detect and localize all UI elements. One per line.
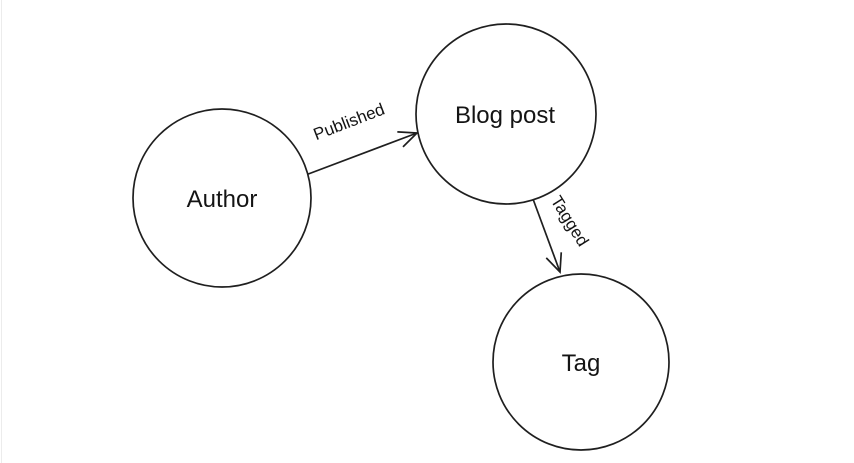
node-author-label: Author <box>187 186 258 213</box>
edge-tagged: Tagged <box>532 192 593 274</box>
node-blog-post[interactable]: Blog post <box>415 23 597 205</box>
edge-tagged-line <box>532 198 563 274</box>
edge-published: Published <box>302 100 419 177</box>
node-tag-circle[interactable] <box>492 273 670 451</box>
node-tag[interactable]: Tag <box>492 273 670 451</box>
node-tag-label: Tag <box>562 350 601 377</box>
node-blog-post-label: Blog post <box>455 102 555 129</box>
left-edge-divider <box>1 0 2 463</box>
edge-published-line <box>302 131 419 177</box>
node-author-circle[interactable] <box>132 108 312 288</box>
node-blog-post-circle[interactable] <box>415 23 597 205</box>
edge-tagged-label: Tagged <box>547 192 593 249</box>
edge-published-label: Published <box>311 100 388 144</box>
node-author[interactable]: Author <box>132 108 312 288</box>
